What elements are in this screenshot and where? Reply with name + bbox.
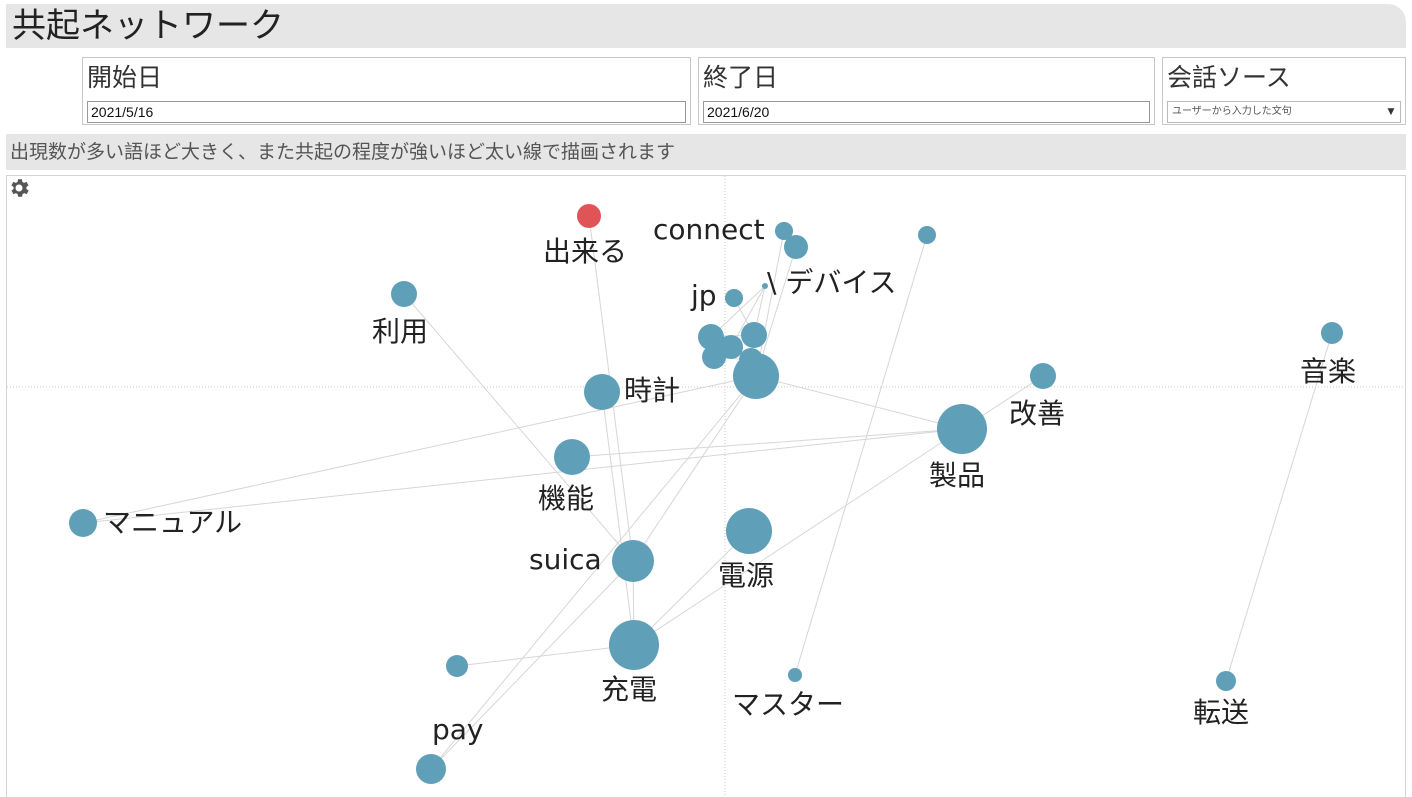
start-date-label: 開始日 xyxy=(87,63,163,92)
edge-juuden-n_c xyxy=(456,644,635,667)
edge-manual-big xyxy=(82,375,757,524)
node-label-jp: jp xyxy=(691,279,717,312)
node-label-riyou: 利用 xyxy=(372,315,429,348)
node-label-device: \ デバイス xyxy=(767,266,897,299)
node-label-juuden: 充電 xyxy=(601,673,658,706)
start-date-input[interactable]: 2021/5/16 xyxy=(87,101,686,123)
node-pay[interactable] xyxy=(416,754,446,784)
dropdown-arrow-icon[interactable]: ▼ xyxy=(1387,107,1395,117)
node-label-dekiru: 出来る xyxy=(543,235,628,268)
node-big[interactable] xyxy=(733,353,779,399)
source-select-value: ユーザーから入力した文句 xyxy=(1172,106,1292,117)
edge-big-seihin xyxy=(755,375,963,430)
node-c2[interactable] xyxy=(741,322,767,348)
node-ongaku[interactable] xyxy=(1321,322,1343,344)
edge-juuden-seihin xyxy=(633,428,963,646)
node-label-ongaku: 音楽 xyxy=(1300,355,1357,388)
node-riyou[interactable] xyxy=(391,281,417,307)
node-label-kinou: 機能 xyxy=(538,482,595,515)
network-svg xyxy=(7,176,1405,797)
end-date-input[interactable]: 2021/6/20 xyxy=(703,101,1150,123)
node-dengen[interactable] xyxy=(726,508,772,554)
page-title: 共起ネットワーク xyxy=(12,6,284,46)
edge-master-n_b xyxy=(794,234,928,676)
node-seihin[interactable] xyxy=(937,404,987,454)
node-label-tensou: 転送 xyxy=(1193,696,1250,729)
description-bar: 出現数が多い語ほど大きく、また共起の程度が強いほど太い線で描画されます xyxy=(6,134,1406,170)
node-n_a[interactable] xyxy=(784,235,808,259)
title-bar: 共起ネットワーク xyxy=(6,4,1406,48)
edge-big-pay xyxy=(430,375,757,770)
node-connect[interactable] xyxy=(775,222,793,240)
node-manual[interactable] xyxy=(69,509,97,537)
node-label-seihin: 製品 xyxy=(929,459,986,492)
node-device[interactable] xyxy=(762,283,768,289)
node-suica[interactable] xyxy=(612,540,654,582)
start-date-filter: 開始日 2021/5/16 xyxy=(82,57,691,125)
node-n_b[interactable] xyxy=(918,226,936,244)
node-tensou[interactable] xyxy=(1216,671,1236,691)
edge-suica-pay xyxy=(430,560,634,770)
node-label-dengen: 電源 xyxy=(718,559,775,592)
description-text: 出現数が多い語ほど大きく、また共起の程度が強いほど太い線で描画されます xyxy=(10,141,676,163)
node-jp[interactable] xyxy=(725,289,743,307)
source-label: 会話ソース xyxy=(1167,63,1291,92)
edge-kinou-seihin xyxy=(571,428,963,458)
node-label-connect: connect xyxy=(653,213,765,246)
node-label-master: マスター xyxy=(732,688,845,721)
source-select[interactable]: ユーザーから入力した文句 ▼ xyxy=(1167,101,1401,123)
node-label-suica: suica xyxy=(529,543,602,576)
node-c4[interactable] xyxy=(702,345,726,369)
edge-tokei-juuden xyxy=(601,391,635,646)
node-c1[interactable] xyxy=(698,324,724,350)
node-kinou[interactable] xyxy=(554,439,590,475)
gear-icon[interactable] xyxy=(7,176,31,200)
node-kaizen[interactable] xyxy=(1030,363,1056,389)
edge-connect-big xyxy=(755,230,785,377)
node-dekiru[interactable] xyxy=(577,204,601,228)
node-label-pay: pay xyxy=(432,713,484,746)
end-date-label: 終了日 xyxy=(703,63,779,92)
node-n_c[interactable] xyxy=(446,655,468,677)
edge-dengen-juuden xyxy=(633,530,750,646)
edge-manual-seihin xyxy=(82,428,963,524)
node-juuden[interactable] xyxy=(609,620,659,670)
edge-tensou-ongaku xyxy=(1225,332,1333,682)
source-filter: 会話ソース ユーザーから入力した文句 ▼ xyxy=(1162,57,1406,125)
network-chart[interactable]: 出来る connect\ デバイス jp 利用音楽時計改善製品機能マニュアル電源 sui… xyxy=(6,175,1406,797)
node-master[interactable] xyxy=(788,668,802,682)
end-date-filter: 終了日 2021/6/20 xyxy=(698,57,1155,125)
node-tokei[interactable] xyxy=(584,374,620,410)
node-label-tokei: 時計 xyxy=(624,374,681,407)
edge-big-suica xyxy=(632,375,757,562)
node-label-manual: マニュアル xyxy=(103,506,243,539)
node-label-kaizen: 改善 xyxy=(1009,397,1066,430)
